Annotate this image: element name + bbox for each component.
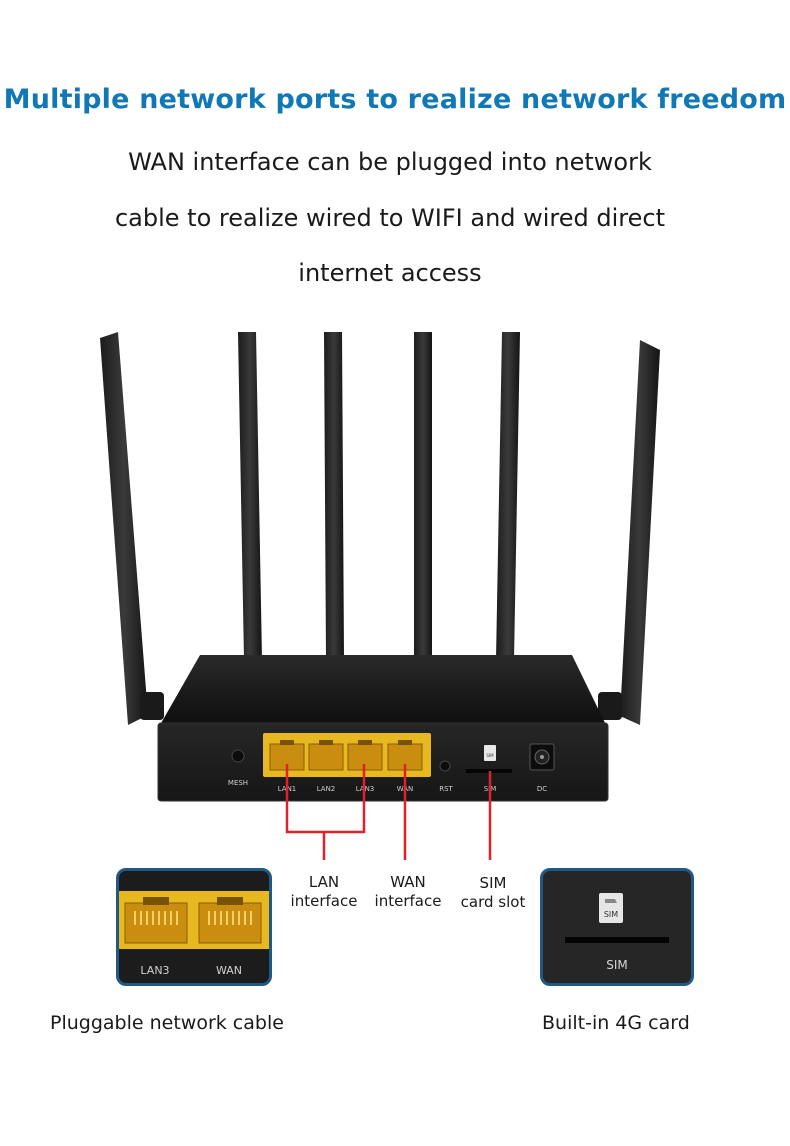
antenna-1 bbox=[100, 332, 148, 725]
router-body: MESH LAN1 LAN2 LAN3 WAN RST SIM SIM bbox=[157, 655, 609, 802]
subtitle-line-1: WAN interface can be plugged into networ… bbox=[128, 148, 652, 176]
headline: Multiple network ports to realize networ… bbox=[3, 84, 787, 115]
antennas bbox=[100, 332, 660, 725]
subtitle-line-2: cable to realize wired to WIFI and wired… bbox=[114, 204, 666, 232]
svg-text:SIM: SIM bbox=[486, 753, 494, 758]
mesh-label: MESH bbox=[228, 779, 248, 787]
caption-right: Built-in 4G card bbox=[542, 1012, 690, 1034]
antenna-3 bbox=[324, 332, 344, 660]
caption-left: Pluggable network cable bbox=[50, 1012, 284, 1034]
antenna-6 bbox=[620, 340, 660, 725]
antenna-4 bbox=[414, 332, 432, 660]
sim-closeup-inset: SIM SIM bbox=[540, 868, 694, 986]
inset-wan-label: WAN bbox=[216, 964, 242, 977]
callout-lines bbox=[285, 764, 492, 860]
antenna-5 bbox=[496, 332, 520, 660]
mesh-button bbox=[231, 749, 245, 763]
ports-closeup-inset: LAN3 WAN bbox=[116, 868, 272, 986]
inset-lan3-label: LAN3 bbox=[140, 964, 169, 977]
inset-sim-icon-label: SIM bbox=[604, 910, 618, 919]
subtitle-line-3: internet access bbox=[298, 259, 482, 287]
reset-button bbox=[439, 760, 451, 772]
antenna-2 bbox=[238, 332, 262, 660]
router-illustration: MESH LAN1 LAN2 LAN3 WAN RST SIM SIM bbox=[100, 332, 660, 860]
dc-label: DC bbox=[537, 785, 547, 793]
inset-sim-slot-label: SIM bbox=[606, 958, 628, 972]
rst-label: RST bbox=[439, 785, 453, 793]
lan2-label: LAN2 bbox=[317, 785, 336, 793]
sim-icon bbox=[484, 745, 496, 761]
